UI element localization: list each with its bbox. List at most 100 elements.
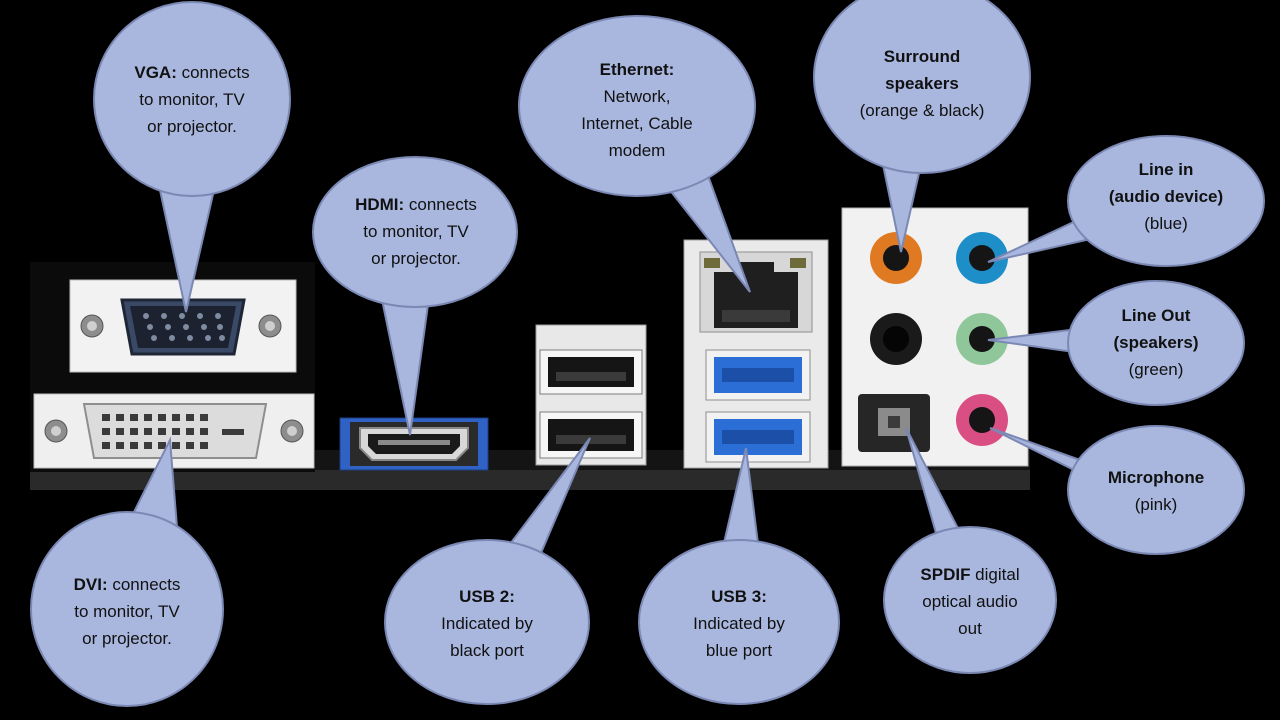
bubble-line: or projector. xyxy=(74,625,181,652)
bubble-line: to monitor, TV xyxy=(134,86,249,113)
bubble-line: USB 3: xyxy=(693,583,785,610)
bubble-line-text: modem xyxy=(608,141,666,160)
line-out-bubble-text: Line Out (speakers) (green) xyxy=(1113,302,1198,383)
usb3-bubble: USB 3: Indicated by blue port xyxy=(640,568,838,678)
hdmi-port xyxy=(339,417,489,471)
dvi-bubble: DVI: connects to monitor, TV or projector. xyxy=(32,556,222,666)
bubble-line: Indicated by xyxy=(693,610,785,637)
bubble-line-bold: DVI: xyxy=(73,574,108,594)
bubble-line: optical audio xyxy=(920,588,1019,615)
bubble-line: to monitor, TV xyxy=(355,218,477,245)
microphone-bubble-text: Microphone (pink) xyxy=(1108,464,1204,518)
bubble-line-bold: speakers xyxy=(885,73,959,93)
bubble-line-text: blue port xyxy=(705,640,773,660)
bubble-line-text: (green) xyxy=(1128,359,1184,379)
bubble-line-text: or projector. xyxy=(82,628,172,648)
bubble-line: blue port xyxy=(693,637,785,664)
bubble-line-text: to monitor, TV xyxy=(139,89,245,109)
dvi-port xyxy=(33,393,315,469)
ethernet-bubble: Ethernet: Network, Internet, Cable modem xyxy=(522,55,752,165)
bubble-line-bold: Microphone xyxy=(1107,468,1205,487)
bubble-line-text: (pink) xyxy=(1134,495,1178,514)
bubble-line-bold: VGA: xyxy=(134,62,177,82)
usb3-bubble-text: USB 3: Indicated by blue port xyxy=(693,583,785,664)
line-in-bubble: Line in (audio device) (blue) xyxy=(1070,141,1262,251)
bubble-line-bold: HDMI: xyxy=(355,194,405,214)
hdmi-bubble: HDMI: connects to monitor, TV or projector… xyxy=(314,176,518,286)
bubble-line-bold: SPDIF xyxy=(920,564,971,584)
bubble-line: VGA: connects xyxy=(134,59,249,86)
line-in-bubble-text: Line in (audio device) (blue) xyxy=(1109,156,1223,237)
bubble-line-text: connects xyxy=(176,62,250,82)
bubble-line: speakers xyxy=(860,70,985,97)
bubble-line: (audio device) xyxy=(1109,183,1223,210)
bubble-line-bold: Line Out xyxy=(1121,305,1191,325)
vga-bubble-text: VGA: connects to monitor, TV or projector. xyxy=(134,59,249,140)
ethernet-usb3-column xyxy=(683,239,829,469)
bubble-line-text: (blue) xyxy=(1144,213,1188,233)
vga-port xyxy=(69,279,297,373)
bubble-line-bold: Surround xyxy=(883,46,961,66)
surround-bubble: Surround speakers (orange & black) xyxy=(816,28,1028,138)
bubble-line: Line Out xyxy=(1113,302,1198,329)
bubble-line: or projector. xyxy=(134,113,249,140)
bubble-line-text: or projector. xyxy=(147,116,237,136)
board-edge xyxy=(30,470,1030,490)
microphone-bubble: Microphone (pink) xyxy=(1070,461,1242,521)
bubble-line: (pink) xyxy=(1108,491,1204,518)
bubble-line: modem xyxy=(581,137,693,164)
bubble-line-bold: Ethernet: xyxy=(599,60,675,79)
spdif-bubble-text: SPDIF digital optical audio out xyxy=(920,561,1019,642)
usb2-bubble-text: USB 2: Indicated by black port xyxy=(441,583,533,664)
bubble-line-text: connects xyxy=(404,194,477,214)
bubble-line: HDMI: connects xyxy=(355,191,477,218)
bubble-line: DVI: connects xyxy=(74,571,181,598)
bubble-line-text: to monitor, TV xyxy=(74,601,180,621)
bubble-line: (blue) xyxy=(1109,210,1223,237)
bubble-line-bold: USB 2: xyxy=(459,586,515,606)
hdmi-bubble-text: HDMI: connects to monitor, TV or projector… xyxy=(355,191,477,272)
bubble-line-text: Network, xyxy=(603,87,671,106)
bubble-line: (orange & black) xyxy=(860,97,985,124)
line-out-bubble: Line Out (speakers) (green) xyxy=(1070,287,1242,397)
bubble-line-bold: Line in xyxy=(1138,159,1194,179)
bubble-line-text: Indicated by xyxy=(441,613,533,633)
bubble-line-text: black port xyxy=(450,640,524,660)
bubble-line: SPDIF digital xyxy=(920,561,1019,588)
bubble-line: (speakers) xyxy=(1113,329,1198,356)
bubble-line-text: optical audio xyxy=(922,591,1018,611)
bubble-line: (green) xyxy=(1113,356,1198,383)
bubble-line-bold: (audio device) xyxy=(1108,186,1224,206)
bubble-line: USB 2: xyxy=(441,583,533,610)
bubble-line: or projector. xyxy=(355,245,477,272)
dvi-bubble-text: DVI: connects to monitor, TV or projector. xyxy=(74,571,181,652)
bubble-line-text: out xyxy=(958,618,982,638)
bubble-line-text: Indicated by xyxy=(693,613,785,633)
ethernet-bubble-text: Ethernet: Network, Internet, Cable modem xyxy=(581,56,693,164)
bubble-line: Microphone xyxy=(1108,464,1204,491)
audio-panel xyxy=(841,207,1029,467)
bubble-line-text: Internet, Cable xyxy=(581,114,693,133)
bubble-line: to monitor, TV xyxy=(74,598,181,625)
bubble-line-text: (orange & black) xyxy=(859,100,985,120)
bubble-line: Ethernet: xyxy=(581,56,693,83)
spdif-port xyxy=(858,394,930,452)
usb2-ports xyxy=(535,324,647,466)
bubble-line: Internet, Cable xyxy=(581,110,693,137)
bubble-line: black port xyxy=(441,637,533,664)
bubble-line-bold: USB 3: xyxy=(711,586,767,606)
bubble-line-text: or projector. xyxy=(371,248,461,268)
bubble-line-text: digital xyxy=(970,564,1020,584)
bubble-line: out xyxy=(920,615,1019,642)
spdif-bubble: SPDIF digital optical audio out xyxy=(886,546,1054,656)
surround-bubble-text: Surround speakers (orange & black) xyxy=(860,43,985,124)
bubble-line: Indicated by xyxy=(441,610,533,637)
usb2-bubble: USB 2: Indicated by black port xyxy=(386,568,588,678)
bubble-line: Line in xyxy=(1109,156,1223,183)
bubble-line-text: to monitor, TV xyxy=(363,221,469,241)
bubble-line: Surround xyxy=(860,43,985,70)
bubble-line: Network, xyxy=(581,83,693,110)
bubble-line-bold: (speakers) xyxy=(1113,332,1199,352)
